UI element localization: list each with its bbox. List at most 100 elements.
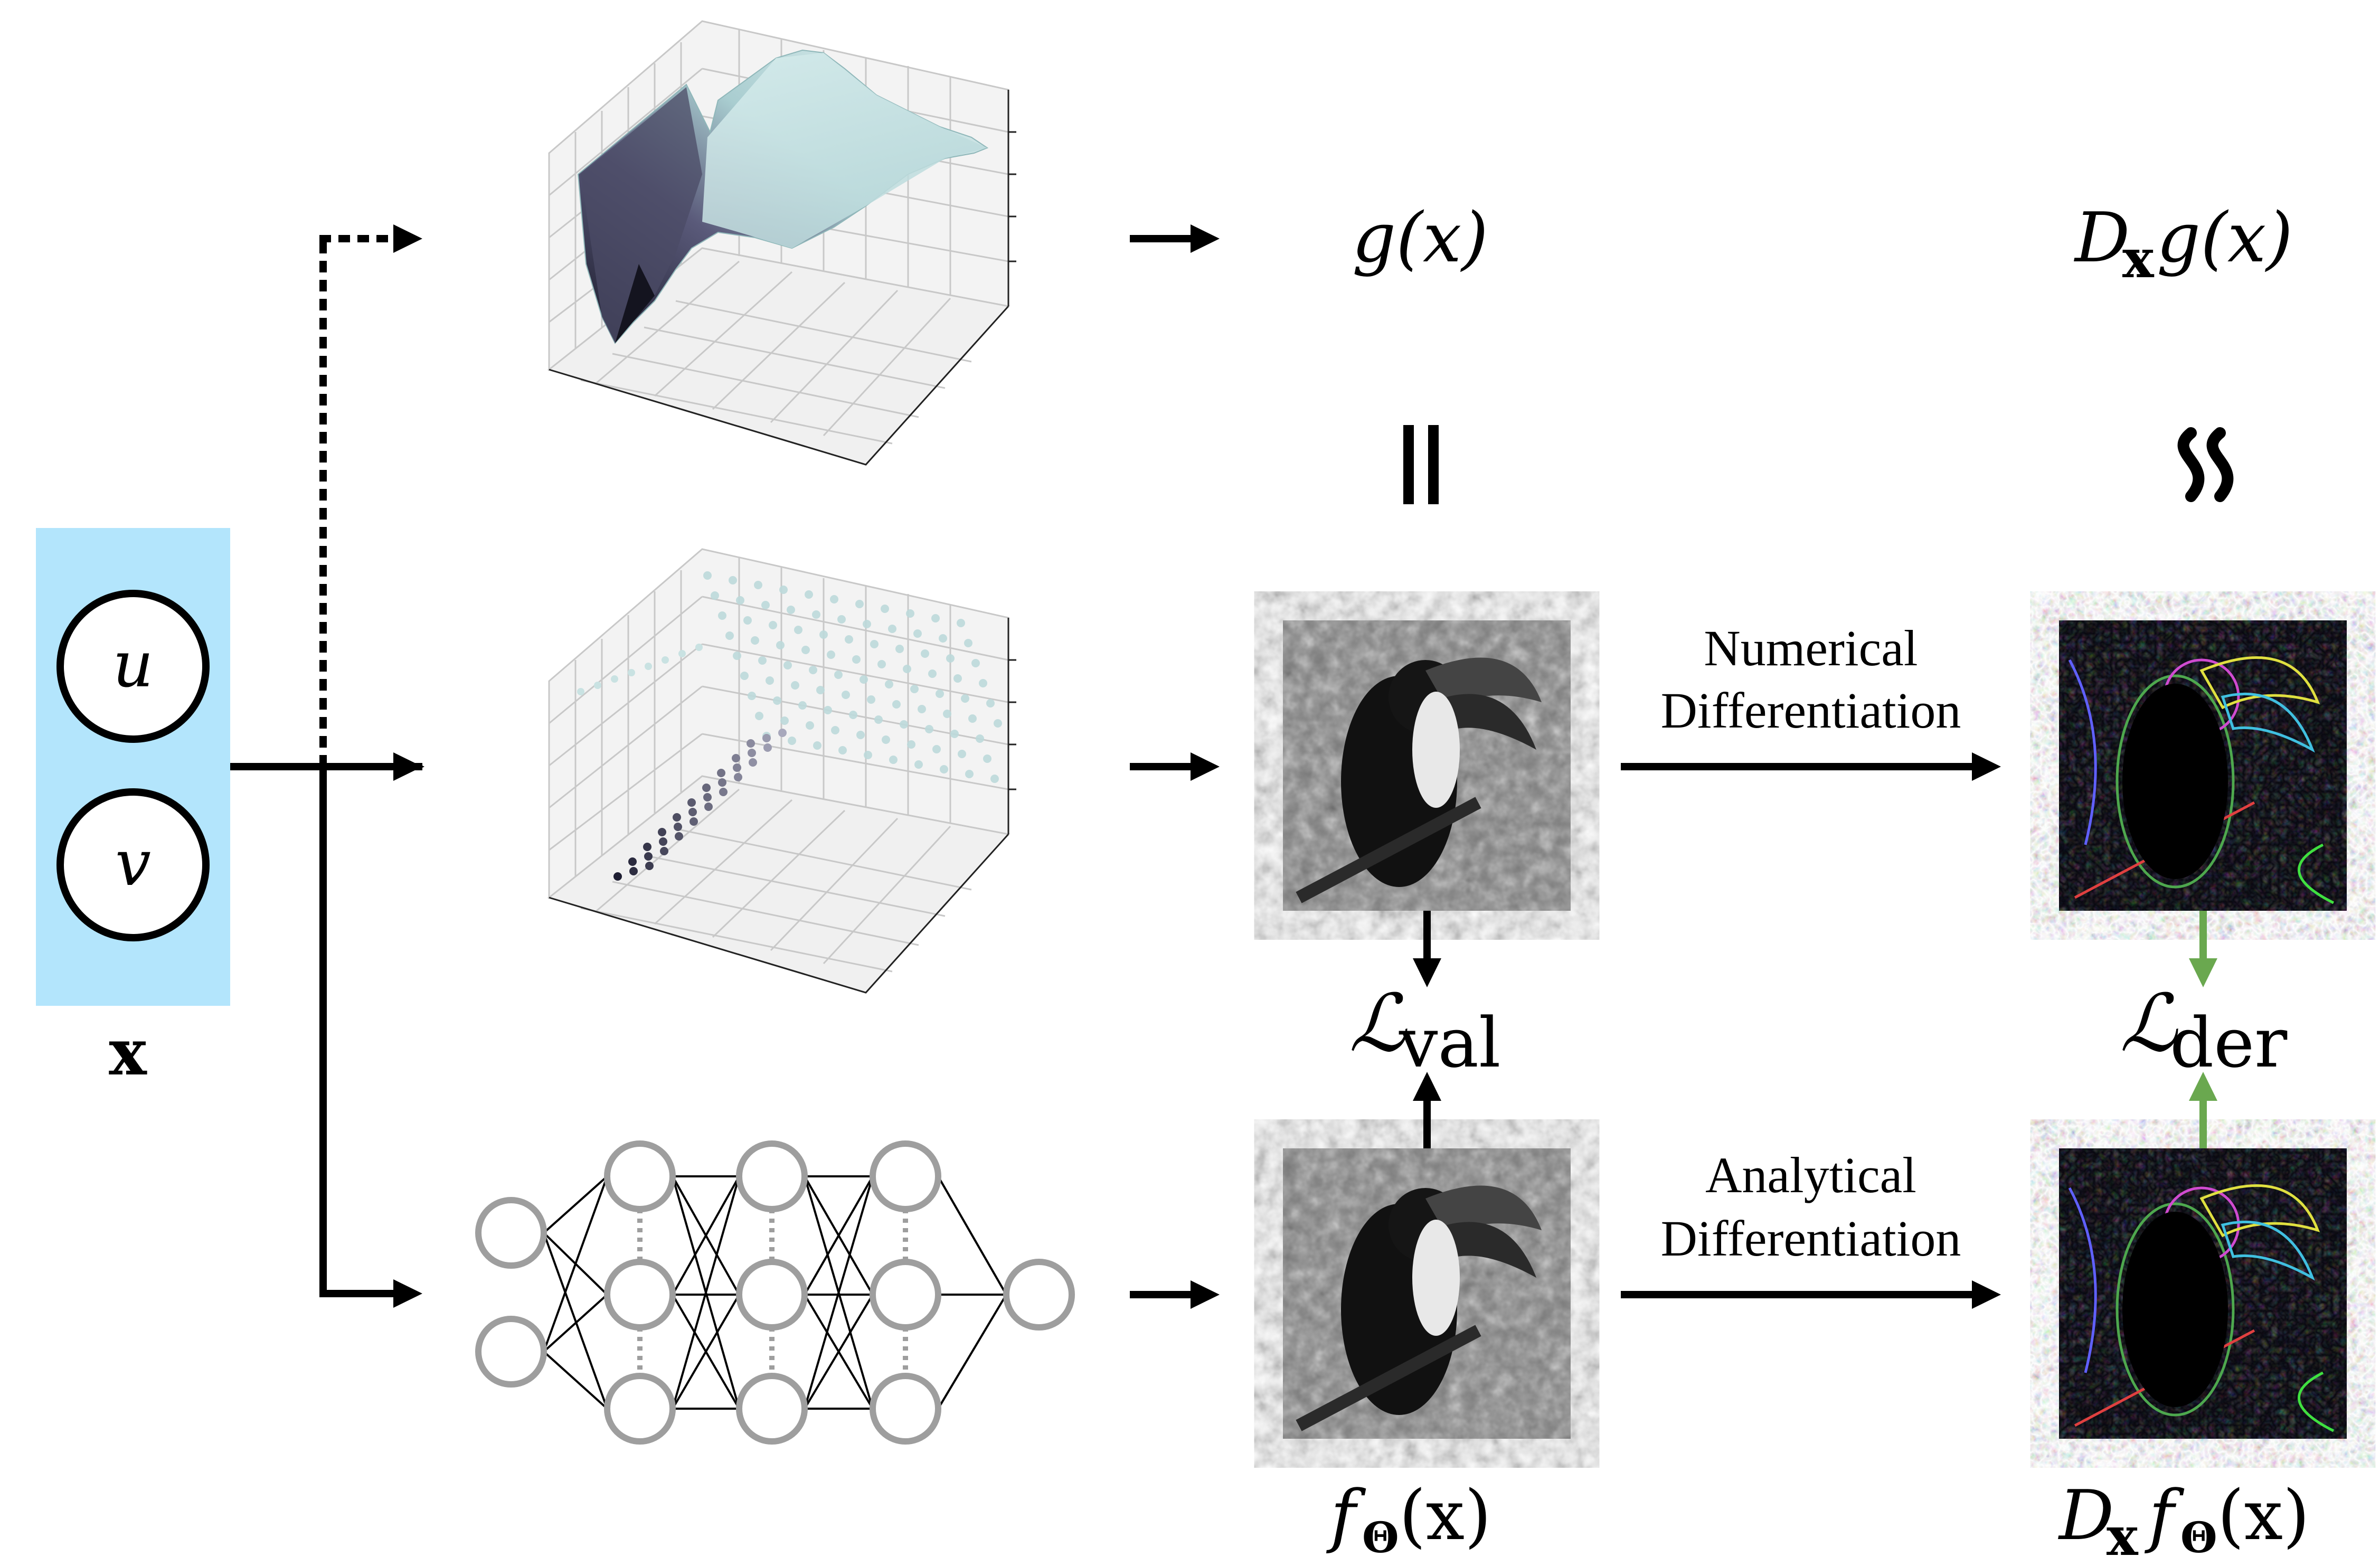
scatter-point: [749, 758, 757, 767]
scatter-point: [813, 741, 821, 750]
scatter-point: [877, 660, 886, 668]
scatter-point: [885, 680, 893, 688]
dx-g-rest: g(x): [2157, 197, 2293, 278]
scatter-point: [702, 784, 711, 792]
scatter-point: [690, 817, 698, 826]
loss-der-label: ℒ der: [2120, 978, 2288, 1083]
scatter-point: [719, 788, 728, 796]
scatter-point: [645, 862, 654, 870]
scatter-point: [743, 616, 752, 625]
dx-f-theta-of-x: D x f Θ (x): [2058, 1475, 2310, 1566]
scatter-point: [831, 726, 839, 734]
scatter-point: [874, 715, 883, 724]
scatter-point: [819, 630, 828, 639]
nn-neuron: [870, 1140, 941, 1212]
scatter-point: [779, 586, 788, 594]
scatter-point: [830, 595, 838, 603]
scatter-point: [953, 674, 962, 683]
scatter-point: [805, 590, 813, 599]
scatter-point: [918, 705, 926, 713]
scatter-point: [754, 581, 762, 589]
nn-edge: [672, 1176, 740, 1409]
scatter-point: [613, 872, 622, 881]
scatter-point: [751, 636, 759, 645]
input-x-label: x: [109, 1015, 147, 1090]
scatter-point: [766, 676, 774, 685]
scatter-point: [856, 731, 865, 739]
scatter-point: [629, 867, 638, 875]
scatter-point: [577, 688, 584, 695]
gradient-pred-image: [2059, 1148, 2347, 1439]
scatter-point: [943, 710, 951, 718]
scatter-point: [628, 857, 637, 866]
scatter-point: [852, 655, 861, 664]
scatter-point: [703, 793, 712, 801]
nn-edge: [804, 1176, 874, 1409]
scatter-point: [711, 591, 719, 600]
scatter-point: [939, 634, 947, 643]
analytical-label-1: Analytical: [1705, 1147, 1916, 1203]
scatter-point: [758, 656, 767, 665]
loss-der-arrows: [2189, 911, 2217, 1148]
dx-f-sub: x: [2107, 1505, 2139, 1566]
scatter-point: [907, 740, 915, 749]
branch-arrows: [230, 224, 424, 1308]
scatter-point: [658, 828, 666, 836]
nn-edge: [543, 1232, 608, 1409]
scatter-point: [718, 778, 726, 787]
scatter-point: [976, 734, 984, 743]
f-theta-of-x: f Θ (x): [1326, 1475, 1491, 1562]
scatter-point: [895, 645, 904, 653]
dx-f-fsub: Θ: [2180, 1513, 2217, 1562]
nn-edge: [804, 1294, 874, 1410]
scatter-point: [860, 675, 868, 684]
scatter-point: [888, 625, 896, 633]
nn-edge: [543, 1294, 608, 1353]
neural-network: [475, 1140, 1075, 1445]
scatter-point: [968, 714, 977, 723]
scatter-point: [864, 751, 872, 759]
nn-edge: [543, 1351, 608, 1410]
nn-neuron: [870, 1259, 941, 1331]
scatter-point: [798, 701, 807, 710]
scatter-point: [794, 626, 802, 634]
scatter-point: [678, 650, 686, 657]
scatter-point: [863, 620, 871, 628]
input-box: u v x: [36, 528, 230, 1090]
scatter-point: [673, 813, 681, 822]
dx-f-D: D: [2058, 1475, 2114, 1555]
scatter-point: [906, 609, 914, 618]
nn-neuron: [604, 1373, 676, 1445]
scatter-point: [755, 712, 763, 720]
scatter-point: [881, 605, 889, 613]
scatter-point: [842, 691, 850, 699]
scatter-point: [748, 692, 756, 700]
scatter-point: [762, 734, 771, 742]
scatter-point: [845, 635, 853, 644]
scatter-point: [769, 621, 777, 629]
loss-der-sub: der: [2170, 1003, 2288, 1083]
scatter-point: [688, 808, 697, 816]
scatter-point: [773, 696, 781, 705]
scatter-point: [687, 798, 696, 807]
nn-neuron: [604, 1259, 676, 1331]
scatter-point: [932, 745, 941, 753]
scatter-point: [780, 716, 789, 725]
scatter-point: [983, 754, 991, 763]
scatter-point: [725, 631, 734, 640]
scatter-point: [925, 725, 933, 733]
scatter-point: [928, 669, 937, 678]
scatter-point: [816, 686, 825, 694]
scatter-point: [867, 695, 875, 704]
scatter-point: [645, 663, 652, 670]
nn-edge: [543, 1176, 608, 1352]
mid-arrows: [1130, 224, 1220, 1309]
scatter-point: [931, 614, 940, 622]
scatter-point: [806, 721, 814, 730]
surface-plot: [547, 20, 1016, 466]
nn-edge: [804, 1176, 874, 1295]
scatter-point: [733, 763, 741, 772]
scatter-point: [946, 654, 955, 663]
scatter-point: [950, 730, 959, 738]
nn-edge: [937, 1294, 1007, 1410]
